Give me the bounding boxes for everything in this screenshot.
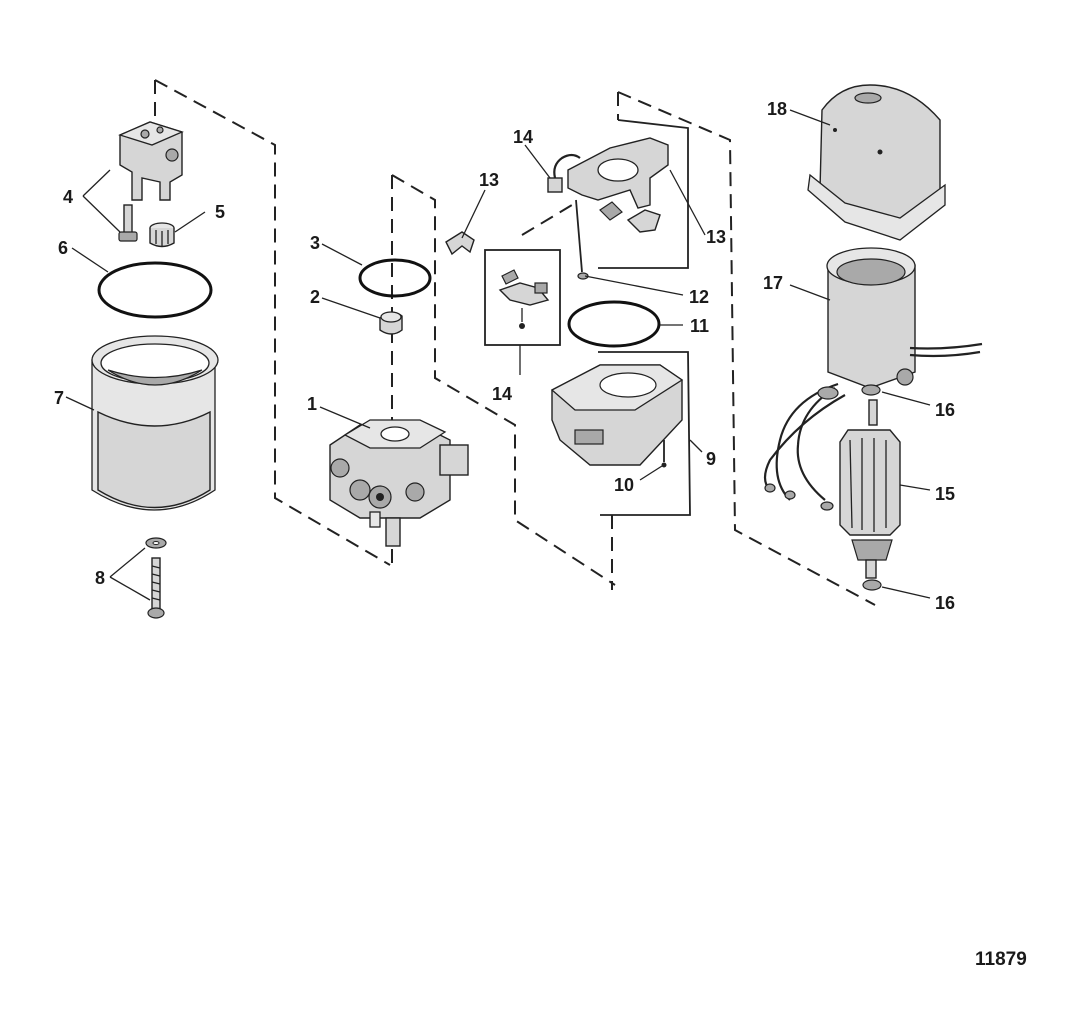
callout-16-bottom: 16 [935,593,955,613]
part-6-o-ring [97,261,213,319]
part-11-o-ring [567,300,661,348]
callout-1: 1 [307,394,317,414]
part-9-end-cap [550,364,684,466]
callout-18: 18 [767,99,787,119]
callout-4: 4 [63,187,73,207]
callout-13-left: 13 [479,170,499,190]
part-13-brush-clip-left [445,231,475,256]
part-3-o-ring [358,258,432,298]
part-2-check-valve [379,311,403,335]
callout-17: 17 [763,273,783,293]
callout-7: 7 [54,388,64,408]
callout-6: 6 [58,238,68,258]
leader-lines [65,109,931,601]
part-14-brush-set [498,269,550,329]
part-4-valve-assembly [118,121,184,242]
callout-13-right: 13 [706,227,726,247]
part-1-pump-body [329,419,469,547]
part-18-motor-cover [807,84,946,241]
group-brackets [484,119,691,516]
callout-3: 3 [310,233,320,253]
part-5-filter [149,222,175,248]
part-16-washer-bottom [862,579,882,591]
part-10-screw [661,440,667,468]
callout-16-top: 16 [935,400,955,420]
callout-5: 5 [215,202,225,222]
part-14-connector-top [547,153,581,193]
assembly-boundaries [154,79,876,606]
part-17-field-housing [763,247,983,511]
part-8-screw-washer [145,537,167,619]
part-16-washer-top [861,384,881,396]
part-15-armature [839,399,901,579]
callout-12: 12 [689,287,709,307]
callout-9: 9 [706,449,716,469]
part-7-reservoir [91,335,219,511]
brush-kit-box [484,249,561,346]
callout-labels: 1 2 3 4 5 6 7 8 9 10 11 12 13 13 14 14 1… [54,99,955,613]
callout-8: 8 [95,568,105,588]
figure-number: 11879 [975,949,1027,970]
callout-2: 2 [310,287,320,307]
callout-15: 15 [935,484,955,504]
callout-14-box: 14 [492,384,512,404]
part-13-brush-plate [567,137,669,233]
callout-11: 11 [690,316,709,336]
callout-10: 10 [614,475,634,495]
callout-14-top: 14 [513,127,533,147]
part-12-through-bolt [575,199,589,280]
